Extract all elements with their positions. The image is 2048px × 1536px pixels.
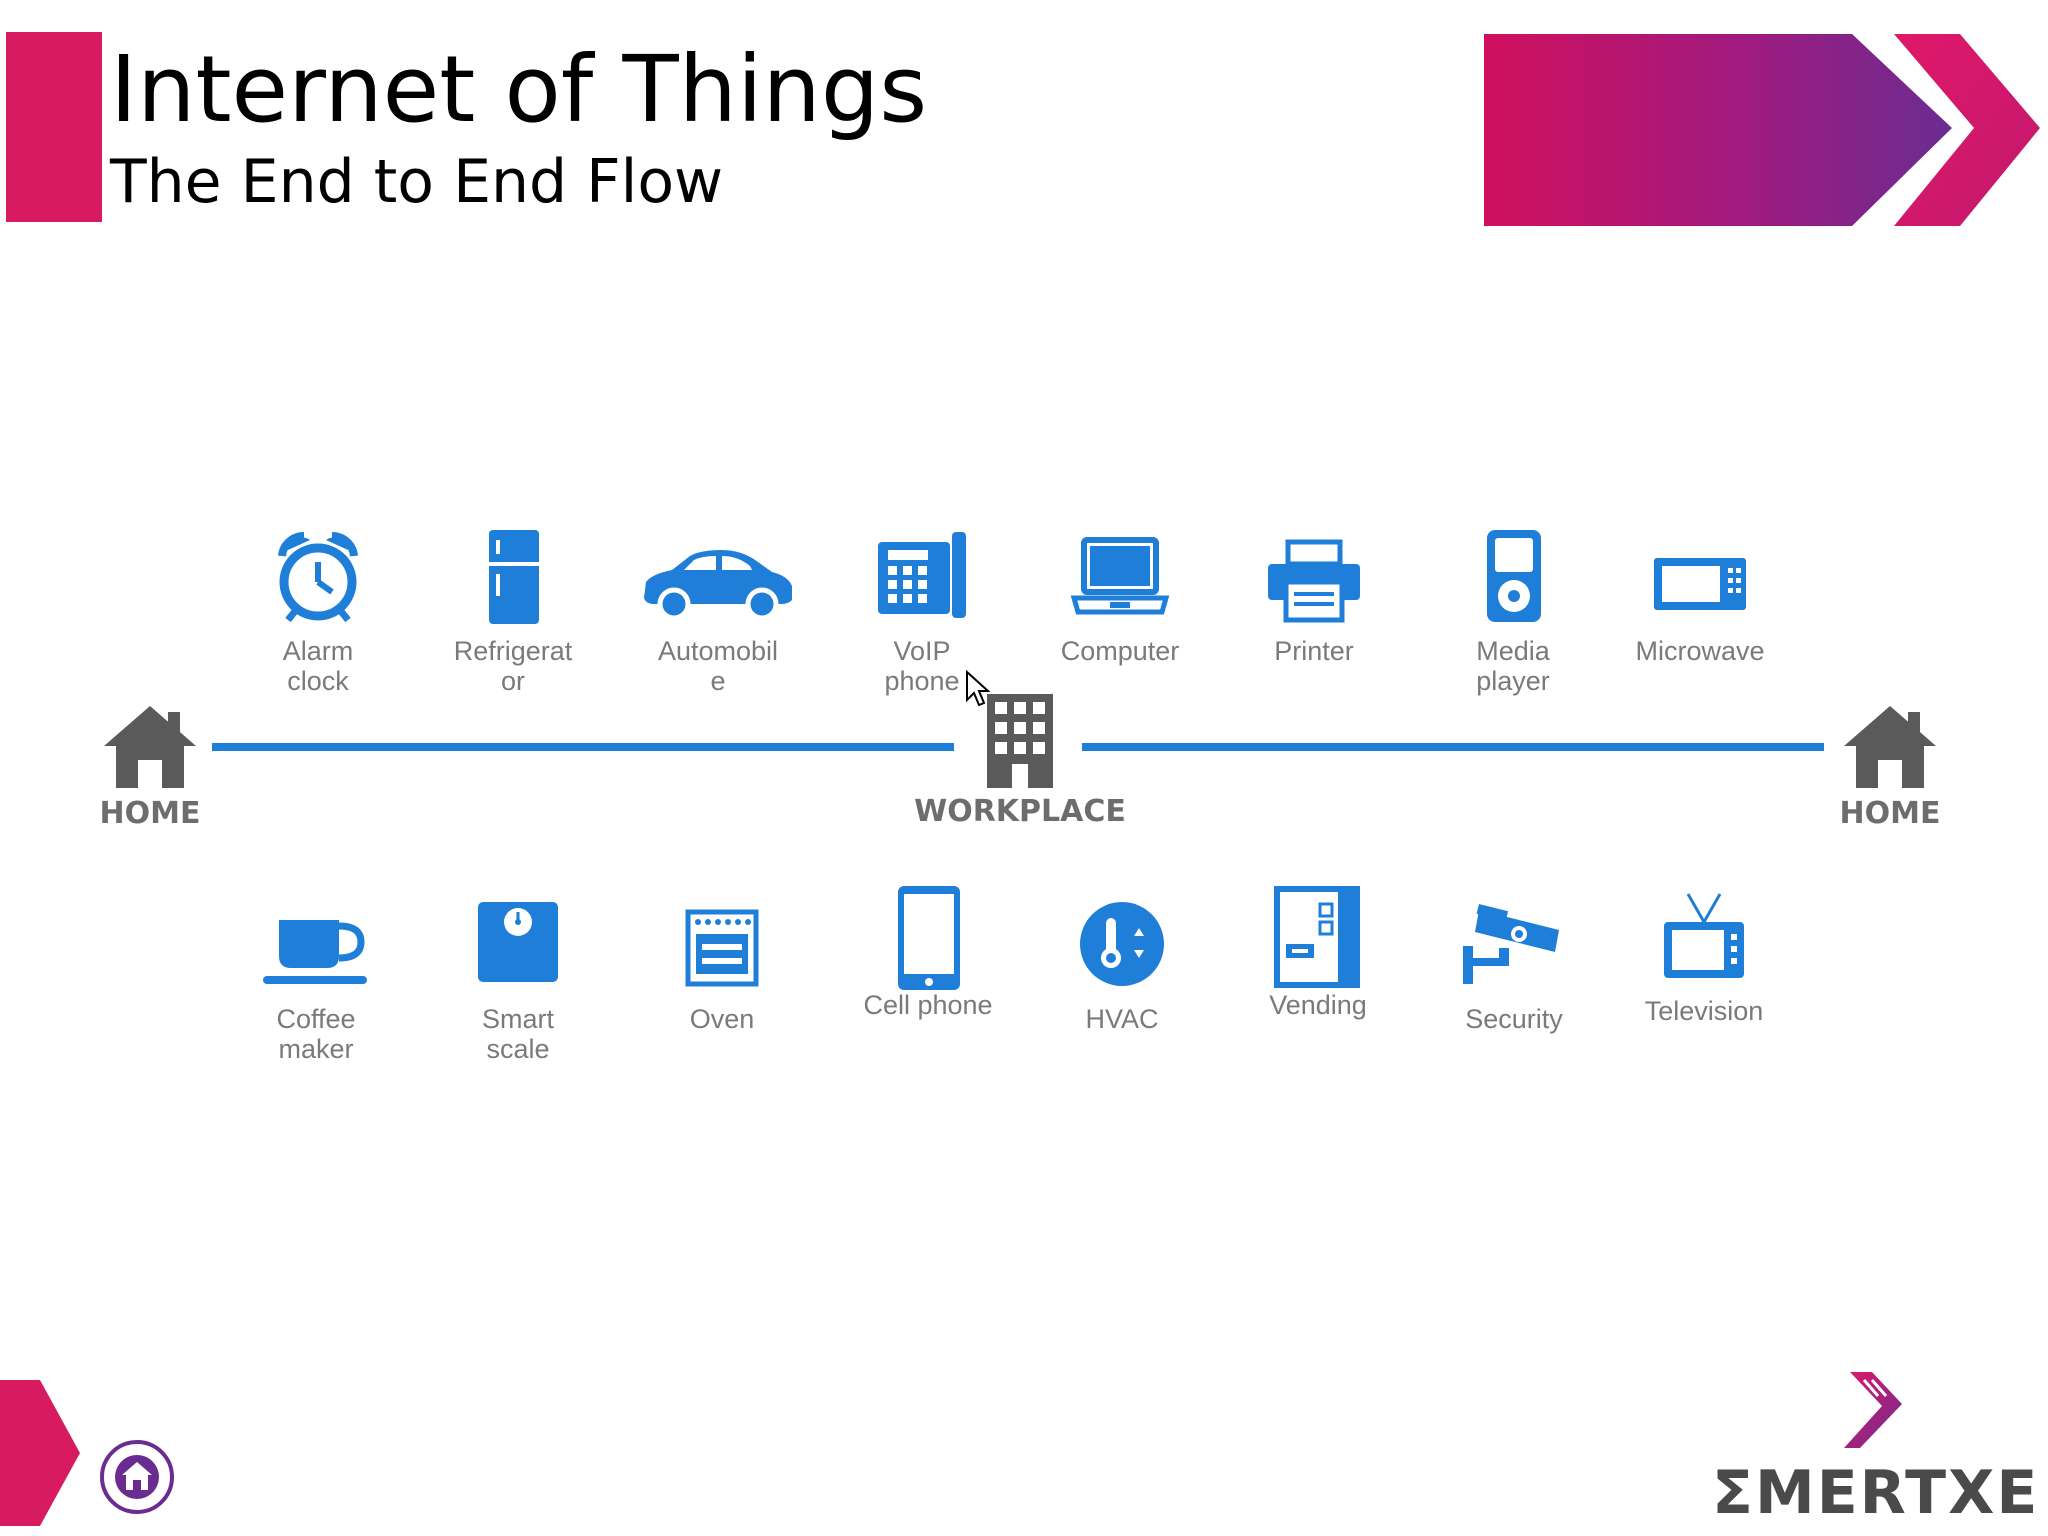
workplace-label: WORKPLACE: [914, 794, 1126, 829]
device-label: Printer: [1274, 636, 1354, 666]
house-icon: [104, 706, 196, 788]
header-banner-arrow: [1484, 34, 2040, 226]
thermostat-icon: [1080, 902, 1164, 986]
device-media-player: Media player: [1413, 528, 1613, 696]
device-label: Coffee maker: [276, 1004, 356, 1064]
device-television: Television: [1604, 890, 1804, 1026]
bottom-left-arrow: [0, 1380, 80, 1526]
vending-machine-icon: [1274, 886, 1360, 988]
slide-subtitle: The End to End Flow: [110, 147, 724, 217]
device-cell-phone: Cell phone: [828, 882, 1028, 1020]
coffee-cup-icon: [263, 920, 367, 984]
device-label: Media player: [1476, 636, 1550, 696]
device-security: Security: [1414, 896, 1614, 1034]
security-camera-icon: [1463, 904, 1559, 984]
device-label: Smart scale: [481, 1004, 554, 1064]
voip-phone-icon: [878, 532, 966, 618]
office-building-icon: [987, 694, 1053, 788]
device-hvac: HVAC: [1022, 896, 1222, 1034]
device-label: Microwave: [1635, 636, 1765, 666]
media-player-icon: [1487, 530, 1541, 622]
flow-line-left: [212, 743, 954, 751]
device-smart-scale: Smart scale: [418, 896, 618, 1064]
left-accent-bar: [6, 32, 102, 222]
device-alarm-clock: Alarm clock: [218, 528, 418, 696]
device-label: Computer: [1060, 636, 1180, 666]
cell-phone-icon: [898, 886, 960, 990]
workplace: WORKPLACE: [900, 694, 1140, 829]
device-label: HVAC: [1085, 1004, 1159, 1034]
device-label: Cell phone: [863, 990, 993, 1020]
device-printer: Printer: [1214, 528, 1414, 666]
device-label: Television: [1644, 996, 1764, 1026]
mouse-cursor-icon: [966, 670, 991, 707]
refrigerator-icon: [489, 530, 539, 624]
logo-text: ΣMERTXE: [1712, 1458, 2040, 1528]
television-icon: [1664, 893, 1744, 978]
device-microwave: Microwave: [1600, 528, 1800, 666]
house-icon: [1844, 706, 1936, 788]
home-left: HOME: [90, 702, 210, 831]
device-vending: Vending: [1218, 882, 1418, 1020]
home-icon: [115, 1455, 159, 1499]
device-coffee-maker: Coffee maker: [216, 896, 416, 1064]
device-voip-phone: VoIP phone: [822, 528, 1022, 696]
device-label: Security: [1465, 1004, 1563, 1034]
alarm-clock-icon: [278, 531, 358, 623]
printer-icon: [1268, 539, 1360, 623]
slide-title: Internet of Things: [110, 36, 928, 143]
home-right: HOME: [1830, 702, 1950, 831]
device-oven: Oven: [622, 896, 822, 1034]
device-label: Refrigerat or: [453, 636, 573, 696]
device-label: Alarm clock: [282, 636, 354, 696]
logo-chevron-icon: [1844, 1372, 1902, 1448]
car-icon: [644, 550, 792, 621]
device-label: Vending: [1269, 990, 1367, 1020]
device-computer: Computer: [1020, 528, 1220, 666]
device-refrigerator: Refrigerat or: [413, 528, 613, 696]
brand-logo: ΣMERTXE: [1712, 1370, 2042, 1530]
laptop-icon: [1070, 537, 1170, 615]
device-label: Automobil e: [657, 636, 779, 696]
flow-line-right: [1082, 743, 1824, 751]
home-left-label: HOME: [99, 796, 201, 831]
microwave-icon: [1654, 558, 1746, 610]
home-button[interactable]: [100, 1440, 174, 1514]
oven-icon: [685, 909, 759, 987]
home-right-label: HOME: [1839, 796, 1941, 831]
scale-icon: [478, 902, 558, 982]
device-automobile: Automobil e: [618, 528, 818, 696]
device-label: VoIP phone: [884, 636, 960, 696]
device-label: Oven: [689, 1004, 755, 1034]
